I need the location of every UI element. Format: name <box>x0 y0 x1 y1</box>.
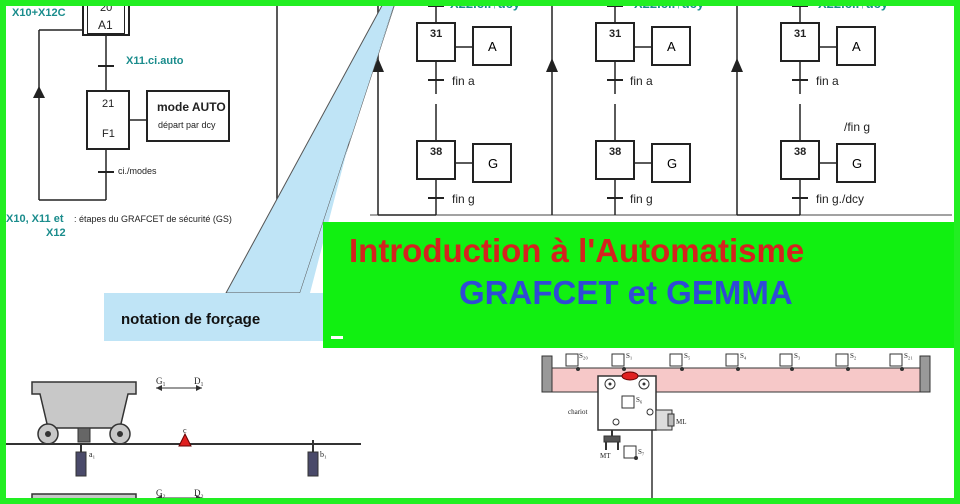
chariot-diagram-drawing <box>541 353 931 504</box>
up-arrow-icon <box>33 86 45 98</box>
step-21-box: 21 F1 <box>86 90 130 150</box>
sensor-b1 <box>307 451 319 477</box>
step-21-number: 21 <box>102 98 115 110</box>
label-g2: G₂ <box>156 488 166 498</box>
chariot-diagram: S₂₀ S₁ S₅ S₄ S₃ S₂ S₂₁ chariot S₆ ML MT … <box>540 350 954 504</box>
label-s3: S₃ <box>794 352 801 360</box>
title-banner: Introduction à l'Automatisme GRAFCET et … <box>323 222 960 348</box>
sensor-s6 <box>621 395 635 409</box>
motor-mt <box>603 435 621 443</box>
grafcet-3-action-a-label: A <box>852 39 861 54</box>
mode-auto-title: mode AUTO <box>157 100 226 114</box>
label-s7: S₇ <box>638 448 645 456</box>
transition-auto-label: X11.ci.auto <box>126 55 184 67</box>
grafcet-1-step-38-number: 38 <box>430 146 443 158</box>
banner-title: Introduction à l'Automatisme <box>349 232 805 269</box>
wagon-diagram: G₁ D₁ c a₁ b₁ G₂ D₂ <box>6 352 376 504</box>
label-s2: S₂ <box>850 352 857 360</box>
grafcet-3-step-31-number: 31 <box>794 28 807 40</box>
grafcet-1-action-g-label: G <box>488 156 499 171</box>
wagon-diagram-drawing <box>6 381 361 504</box>
sensor-s1 <box>611 353 625 367</box>
banner-subtitle: GRAFCET et GEMMA <box>459 274 793 311</box>
grafcet-3-action-g: G <box>836 143 876 183</box>
caption-left-line1: X10, X11 et <box>6 213 64 225</box>
mode-auto-box: mode AUTO départ par dcy <box>146 90 230 142</box>
sensor-s21 <box>889 353 903 367</box>
label-ml: ML <box>676 418 687 426</box>
wagon-2-body <box>31 493 137 504</box>
grafcet-3-action-a: A <box>836 26 876 66</box>
grafcet-2-action-a-label: A <box>667 39 676 54</box>
grafcet-1-action-g: G <box>472 143 512 183</box>
sensor-s5 <box>669 353 683 367</box>
label-a1: a₁ <box>89 450 96 459</box>
grafcet-1-step-31-number: 31 <box>430 28 443 40</box>
grafcet-3-action-g-label: G <box>852 156 863 171</box>
caption-right: : étapes du GRAFCET de sécurité (GS) <box>74 214 232 224</box>
transition-modes-label: ci./modes <box>118 166 157 176</box>
label-s20: S₂₀ <box>579 352 588 360</box>
grafcet-3-trans-a: fin a <box>816 74 839 88</box>
wagon-1-body <box>31 381 137 429</box>
label-s4: S₄ <box>740 352 747 360</box>
callout-box: notation de forçage <box>104 293 326 341</box>
grafcet-1-step-38: 38 <box>416 140 456 180</box>
sensor-s4 <box>725 353 739 367</box>
grafcet-2-step-38-number: 38 <box>609 146 622 158</box>
label-d2: D₂ <box>194 488 204 498</box>
sensor-c <box>178 432 192 447</box>
grafcet-2-step-31-number: 31 <box>609 28 622 40</box>
condition-left-label: X10+X12C <box>12 7 66 19</box>
label-mt: MT <box>600 452 611 460</box>
sensor-s2 <box>835 353 849 367</box>
grafcet-2-action-g-label: G <box>667 156 678 171</box>
grafcet-1-action-a: A <box>472 26 512 66</box>
grafcet-2-trans-g: fin g <box>630 192 653 206</box>
left-end-stop <box>541 355 553 393</box>
label-s5: S₅ <box>684 352 691 360</box>
grafcet-1-step-31: 31 <box>416 22 456 62</box>
grafcet-2-action-a: A <box>651 26 691 66</box>
label-b1: b₁ <box>320 450 327 459</box>
chariot-red-cap <box>621 371 639 381</box>
grafcet-3-g-label: /fin g <box>844 120 871 134</box>
sensor-s20 <box>565 353 579 367</box>
grafcet-3-step-31: 31 <box>780 22 820 62</box>
label-s6: S₆ <box>636 396 643 404</box>
grafcet-2-action-g: G <box>651 143 691 183</box>
grafcet-1-trans-g: fin g <box>452 192 475 206</box>
label-g1: G₁ <box>156 376 166 386</box>
grafcet-3-step-38-number: 38 <box>794 146 807 158</box>
grafcet-1-action-a-label: A <box>488 39 497 54</box>
grafcet-2-trans-a: fin a <box>630 74 653 88</box>
right-end-stop <box>919 355 931 393</box>
caption-left-line2: X12 <box>46 227 66 239</box>
sensor-s3 <box>779 353 793 367</box>
grafcet-2-step-38: 38 <box>595 140 635 180</box>
step-21-sub: F1 <box>102 128 115 140</box>
grafcet-2-step-31: 31 <box>595 22 635 62</box>
callout-text: notation de forçage <box>121 311 261 328</box>
gs-panel: 20 A1 X10+X12C X11.ci.auto 21 F1 mode AU… <box>6 2 278 242</box>
label-s1: S₁ <box>626 352 633 360</box>
gs-panel-lines <box>33 6 278 226</box>
step-20-action: A1 <box>98 18 113 32</box>
mode-auto-sub: départ par dcy <box>158 120 216 130</box>
label-d1: D₁ <box>194 376 204 386</box>
sensor-a1 <box>75 451 87 477</box>
grafcet-1-trans-a: fin a <box>452 74 475 88</box>
banner-dash-mark <box>331 336 343 339</box>
grafcet-3-trans-g: fin g./dcy <box>816 192 865 206</box>
sensor-s7 <box>623 445 637 459</box>
grafcet-3-step-38: 38 <box>780 140 820 180</box>
label-c: c <box>183 426 187 435</box>
label-chariot: chariot <box>568 408 588 416</box>
label-s21: S₂₁ <box>904 352 913 360</box>
